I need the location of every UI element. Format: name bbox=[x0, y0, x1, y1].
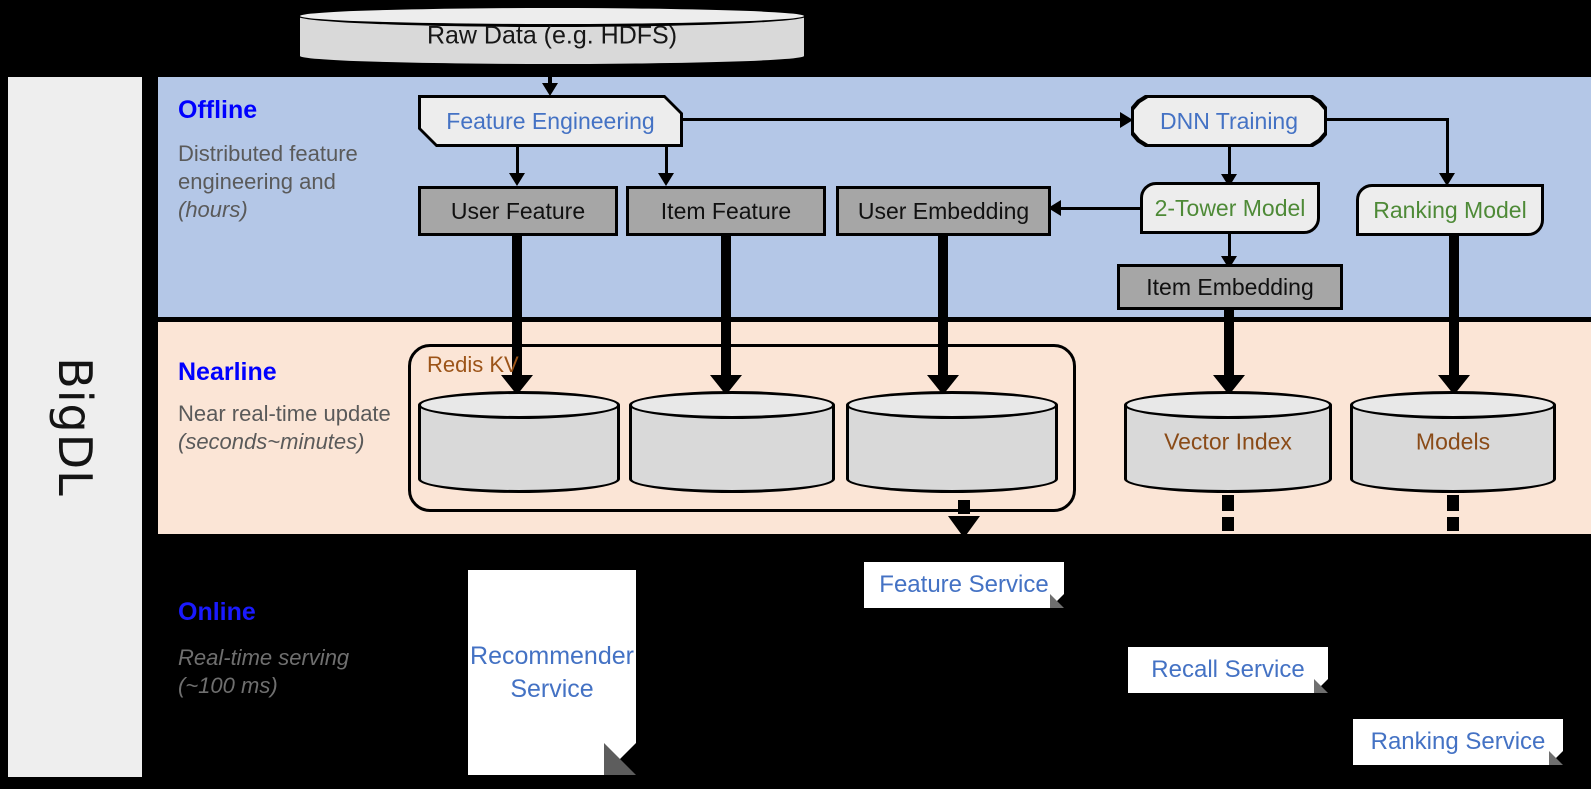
store-item-feature-cylinder[interactable] bbox=[629, 391, 835, 493]
dash-models-2 bbox=[1447, 517, 1459, 531]
edge-dnn-to-two-tower bbox=[1228, 147, 1231, 179]
two-tower-model-label: 2-Tower Model bbox=[1154, 194, 1306, 221]
pipe-user-feature bbox=[512, 236, 522, 386]
raw-data-cylinder: Raw Data (e.g. HDFS) bbox=[297, 5, 807, 67]
pipe-user-embedding bbox=[938, 236, 948, 386]
arrowhead-fe-to-user-feature bbox=[509, 173, 525, 186]
vector-index-cylinder[interactable]: Vector Index bbox=[1124, 391, 1332, 493]
arrowhead-fe-to-item-feature bbox=[658, 173, 674, 186]
feature-service-label: Feature Service bbox=[879, 571, 1049, 598]
online-band-title: Online bbox=[178, 598, 256, 626]
cylinder-top bbox=[1350, 391, 1556, 419]
dnn-training-label: DNN Training bbox=[1159, 107, 1299, 134]
edge-fe-to-user-feature bbox=[516, 147, 519, 177]
cylinder-top bbox=[846, 391, 1058, 419]
feature-engineering-label: Feature Engineering bbox=[446, 107, 655, 134]
offline-desc-text: Distributed feature engineering and bbox=[178, 141, 358, 195]
cylinder-top bbox=[297, 5, 807, 27]
edge-fe-to-item-feature bbox=[665, 147, 668, 177]
user-feature-label: User Feature bbox=[450, 197, 586, 224]
nearline-band-title: Nearline bbox=[178, 358, 277, 386]
node-recall-service[interactable]: Recall Service bbox=[1128, 647, 1328, 693]
node-user-embedding[interactable]: User Embedding bbox=[836, 186, 1051, 236]
arrowhead-redis-to-feature-service bbox=[948, 516, 980, 538]
redis-kv-group-label: Redis KV bbox=[427, 352, 519, 377]
cylinder-top bbox=[629, 391, 835, 419]
arrowhead-fe-to-dnn bbox=[1120, 112, 1133, 128]
cylinder-top bbox=[418, 391, 620, 419]
online-desc-emphasis: (~100 ms) bbox=[178, 673, 278, 699]
dash-redis-to-feature-service-1 bbox=[958, 500, 970, 514]
edge-fe-to-dnn bbox=[683, 118, 1123, 121]
arrowhead-two-tower-to-user-embedding bbox=[1048, 200, 1061, 216]
item-feature-label: Item Feature bbox=[660, 197, 792, 224]
raw-data-label: Raw Data (e.g. HDFS) bbox=[426, 21, 678, 50]
nearline-desc-text: Near real-time update bbox=[178, 401, 391, 426]
store-user-embedding-cylinder[interactable] bbox=[846, 391, 1058, 493]
recommender-service-label: Recommender Service bbox=[470, 642, 634, 703]
edge-two-tower-to-user-embedding bbox=[1059, 207, 1141, 210]
recall-service-label: Recall Service bbox=[1151, 656, 1305, 683]
models-cylinder[interactable]: Models bbox=[1350, 391, 1556, 493]
dash-vector-index-2 bbox=[1222, 517, 1234, 531]
bigdl-label: BigDL bbox=[48, 357, 102, 497]
edge-dnn-to-ranking-v bbox=[1446, 118, 1449, 178]
node-recommender-service[interactable]: Recommender Service bbox=[468, 570, 636, 775]
offline-band-description: Distributed feature engineering and (hou… bbox=[178, 140, 408, 224]
nearline-desc-emphasis: (seconds~minutes) bbox=[178, 429, 365, 455]
item-embedding-label: Item Embedding bbox=[1146, 273, 1314, 300]
node-two-tower-model[interactable]: 2-Tower Model bbox=[1140, 182, 1320, 234]
arrowhead-pipe-user-feature bbox=[501, 375, 533, 395]
node-feature-engineering[interactable]: Feature Engineering bbox=[418, 95, 683, 147]
arrowhead-dnn-to-ranking bbox=[1439, 173, 1455, 186]
node-item-embedding[interactable]: Item Embedding bbox=[1117, 264, 1343, 310]
pipe-ranking-model bbox=[1449, 236, 1459, 388]
node-user-feature[interactable]: User Feature bbox=[418, 186, 618, 236]
cylinder-top bbox=[1124, 391, 1332, 419]
ranking-model-label: Ranking Model bbox=[1373, 196, 1527, 223]
vector-index-label: Vector Index bbox=[1164, 428, 1292, 455]
offline-band-title: Offline bbox=[178, 96, 258, 124]
edge-dnn-to-ranking-h bbox=[1327, 118, 1449, 121]
pipe-item-feature bbox=[721, 236, 731, 386]
online-desc-text: Real-time serving bbox=[178, 645, 350, 670]
online-band-description: Real-time serving (~100 ms) bbox=[178, 644, 408, 700]
arrowhead-rawdata-to-fe bbox=[542, 83, 558, 96]
arrowhead-pipe-item-embedding bbox=[1213, 375, 1245, 395]
store-user-feature-cylinder[interactable] bbox=[418, 391, 620, 493]
offline-desc-emphasis: (hours) bbox=[178, 197, 248, 223]
node-dnn-training[interactable]: DNN Training bbox=[1131, 95, 1327, 147]
node-item-feature[interactable]: Item Feature bbox=[626, 186, 826, 236]
cylinder-body bbox=[846, 405, 1058, 479]
models-label: Models bbox=[1415, 428, 1491, 455]
edge-two-tower-to-item-embedding bbox=[1228, 234, 1231, 262]
dash-models-1 bbox=[1447, 495, 1459, 511]
dash-vector-index-1 bbox=[1222, 495, 1234, 511]
nearline-band-description: Near real-time update (seconds~minutes) bbox=[178, 400, 408, 456]
node-ranking-service[interactable]: Ranking Service bbox=[1353, 719, 1563, 765]
user-embedding-label: User Embedding bbox=[857, 197, 1030, 224]
ranking-service-label: Ranking Service bbox=[1370, 728, 1546, 755]
pipe-item-embedding bbox=[1224, 310, 1234, 388]
arrowhead-pipe-item-feature bbox=[710, 375, 742, 395]
node-feature-service[interactable]: Feature Service bbox=[864, 562, 1064, 608]
edge-rawdata-to-fe bbox=[548, 67, 552, 89]
arrowhead-pipe-ranking-model bbox=[1438, 375, 1470, 395]
redis-kv-group bbox=[408, 344, 1076, 512]
arrowhead-pipe-user-embedding bbox=[927, 375, 959, 395]
bigdl-framework-rail: BigDL bbox=[8, 77, 142, 777]
node-ranking-model[interactable]: Ranking Model bbox=[1356, 184, 1544, 236]
